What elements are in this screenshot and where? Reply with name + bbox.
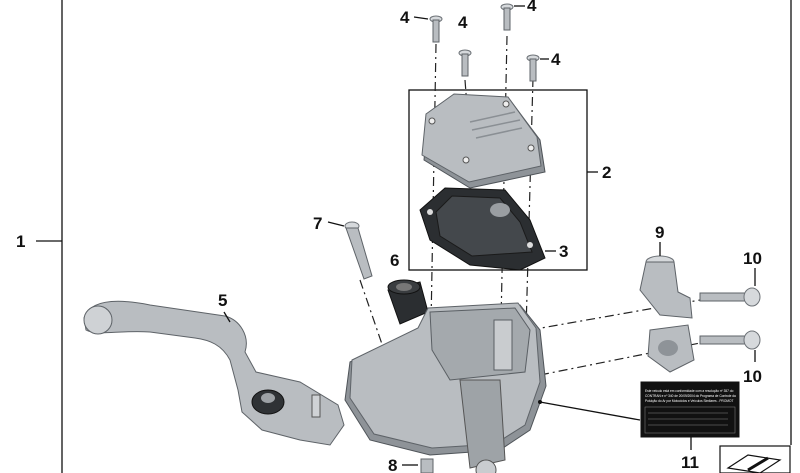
- rubber-bushing: [387, 279, 429, 325]
- callout-4a-leader: [413, 16, 429, 20]
- callout-5: 5: [218, 291, 227, 310]
- callout-4b: 4: [458, 13, 468, 32]
- assembly-line-screw-a: [430, 43, 437, 326]
- callout-3: 3: [559, 242, 568, 261]
- pivot-pin: [344, 221, 373, 280]
- label-sheet-line-1: Este veiculo está em conformidade com a …: [645, 389, 734, 393]
- assembly-line-screw-d: [525, 77, 534, 331]
- reservoir-gasket: [419, 187, 546, 271]
- clamp-bolt-lower: [699, 330, 761, 350]
- callout-7: 7: [313, 214, 322, 233]
- callout-10a: 10: [743, 249, 762, 268]
- callout-1: 1: [16, 232, 25, 251]
- callout-6: 6: [390, 251, 399, 270]
- reservoir-group-box: [408, 89, 588, 271]
- screw-4c: [458, 49, 472, 77]
- screw-4a: [429, 15, 443, 43]
- screw-4b: [500, 3, 514, 31]
- callout-5-leader: [223, 311, 231, 323]
- callout-10b: 10: [743, 367, 762, 386]
- small-bolt: [420, 458, 434, 473]
- master-cylinder-body: [344, 302, 547, 473]
- callout-7-leader: [327, 221, 345, 227]
- callout-4c: 4: [527, 0, 537, 15]
- handlebar-clamp: [639, 255, 695, 373]
- document-icon: [719, 445, 791, 473]
- callout-1-pointer: [539, 401, 641, 421]
- callout-11: 11: [681, 453, 699, 472]
- clamp-bolt-upper: [699, 287, 761, 307]
- assembly-line-pin: [359, 279, 385, 351]
- label-sheet: Este veiculo está em conformidade com a …: [640, 381, 740, 438]
- callout-8: 8: [388, 456, 397, 473]
- label-sheet-line-2: CONTRAN e nº 340 de 20/09/2004 do Progra…: [645, 394, 736, 398]
- reservoir-cover: [421, 93, 546, 189]
- callout-4a: 4: [400, 8, 410, 27]
- brake-lever: [83, 300, 345, 446]
- screw-4d: [526, 54, 540, 82]
- callout-1-pointer-dot: [538, 400, 542, 404]
- callout-2: 2: [602, 163, 611, 182]
- callout-4d: 4: [551, 50, 561, 69]
- callout-9: 9: [655, 223, 664, 242]
- label-sheet-line-3: Poluição do Ar por Motociclos e Veículos…: [645, 399, 733, 403]
